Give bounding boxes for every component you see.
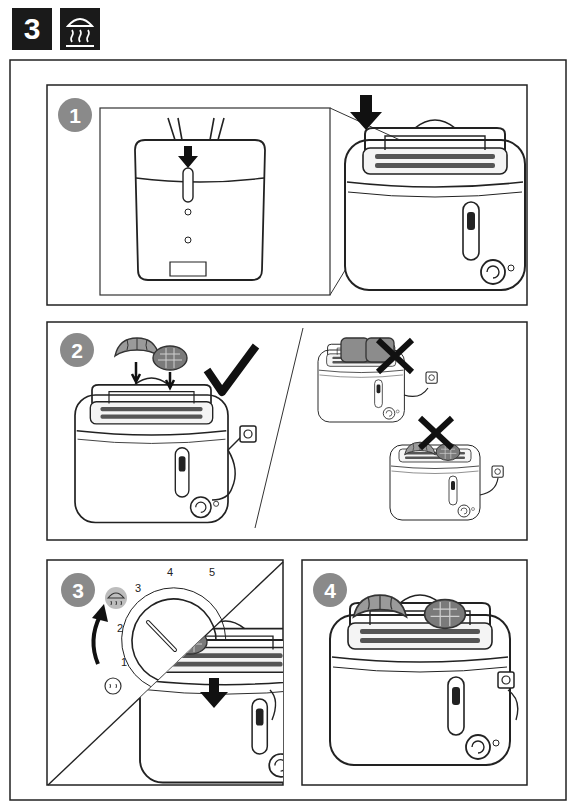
- step-number-circle: 1: [58, 98, 92, 132]
- step-number-circle: 2: [60, 333, 94, 367]
- step-number-circle: 3: [61, 573, 95, 607]
- step-number: 3: [72, 580, 84, 601]
- step-number: 4: [324, 580, 336, 601]
- dial-number: 1: [121, 657, 127, 668]
- step-number: 2: [71, 340, 83, 361]
- step-number-circle: 4: [313, 573, 347, 607]
- dial-number: 4: [167, 567, 173, 578]
- section-number-box: 3: [12, 8, 52, 50]
- dial-number: 2: [117, 623, 123, 634]
- step-number: 3: [24, 14, 41, 44]
- dial-number: 5: [209, 567, 215, 578]
- step-number: 1: [69, 105, 81, 126]
- dial-number: 3: [135, 583, 141, 594]
